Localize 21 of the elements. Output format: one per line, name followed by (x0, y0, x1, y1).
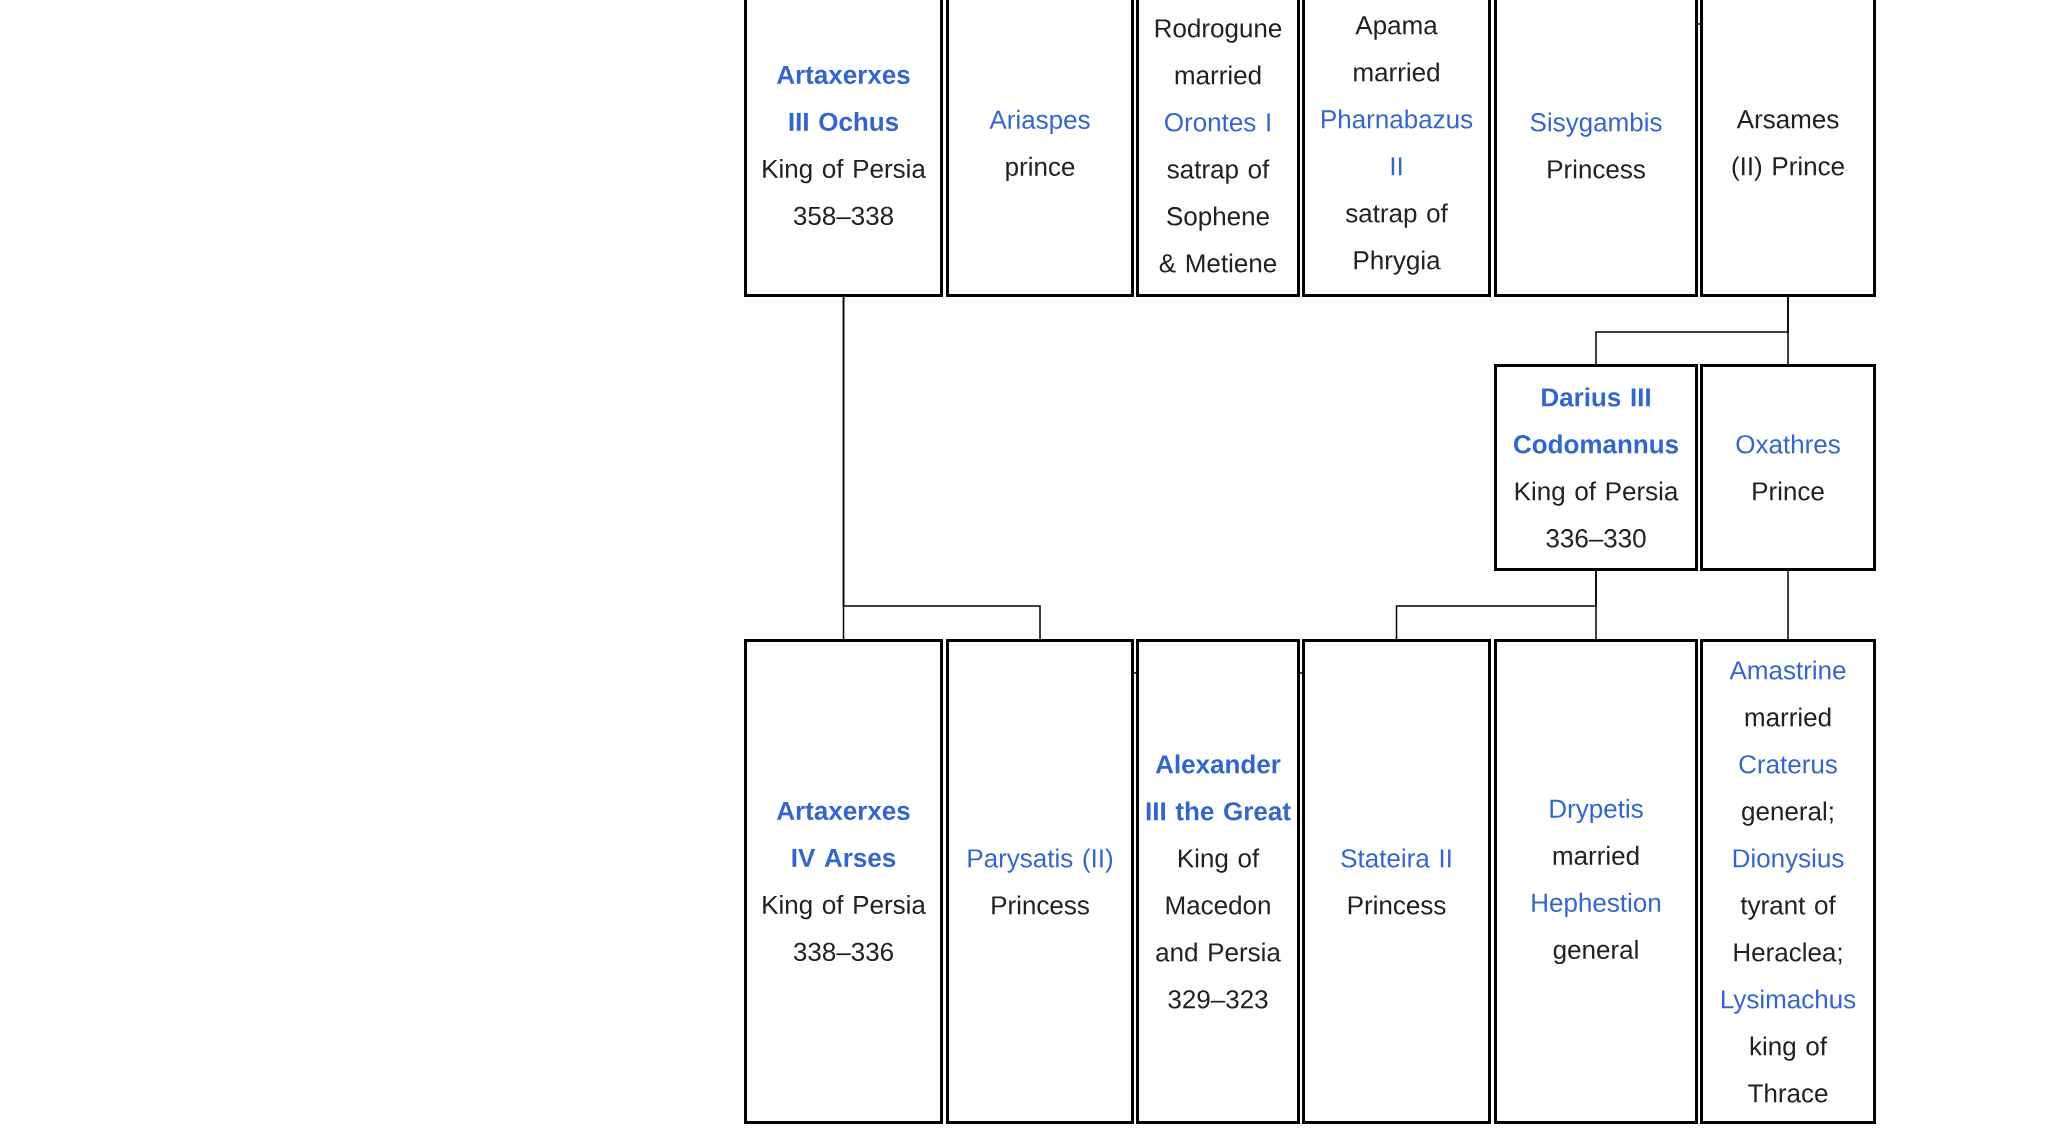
connector-line (1697, 23, 1701, 25)
person-box: Arsames (II) Prince (1700, 0, 1877, 297)
person-box: Amastrine married Craterus general; Dionysius tyrant of Heraclea; Lysimachus king of Thrace (1700, 639, 1877, 1124)
person-box: Ariaspes prince (946, 0, 1134, 297)
connector-line (842, 296, 1041, 640)
person-box: Artaxerxes III Ochus King of Persia 358–338 (744, 0, 943, 297)
connector-line (1133, 672, 1137, 674)
connector-line (1787, 570, 1789, 640)
person-box: Drypetis married Hephestion general (1494, 639, 1699, 1124)
person-box: Oxathres Prince (1700, 364, 1877, 571)
person-box: Sisygambis Princess (1494, 0, 1699, 297)
connector-line (1595, 570, 1597, 640)
person-box: Apama married Pharnabazus II satrap of Phrygia (1302, 0, 1491, 297)
connector-line (1787, 296, 1789, 365)
person-box: Stateira II Princess (1302, 639, 1491, 1124)
person-box: Artaxerxes IV Arses King of Persia 338–336 (744, 639, 943, 1124)
person-box: Alexander III the Great King of Macedon and Persia 329–323 (1136, 639, 1300, 1124)
person-box: Rodrogune married Orontes I satrap of Sophene & Metiene (1136, 0, 1300, 297)
person-box: Parysatis (II) Princess (946, 639, 1134, 1124)
person-box: Darius III Codomannus King of Persia 336–330 (1494, 364, 1699, 571)
connector-line (1299, 672, 1303, 674)
